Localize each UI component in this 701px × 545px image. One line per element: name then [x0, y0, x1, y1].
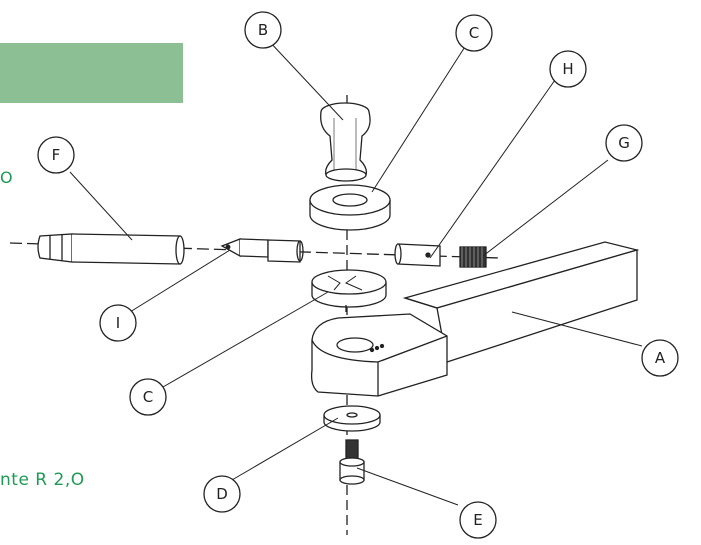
callout-g: G: [605, 124, 643, 162]
part-e-screw: [339, 439, 365, 485]
caption-fragment-top: O: [0, 168, 13, 187]
part-d-washer: [323, 405, 381, 432]
callout-d: D: [203, 475, 241, 513]
callout-i-label: I: [116, 314, 120, 332]
callout-f-label: F: [52, 146, 61, 164]
part-c-bottom-collar: [311, 269, 387, 312]
callout-h: H: [549, 50, 587, 88]
callout-e-label: E: [473, 511, 482, 529]
callout-d-label: D: [216, 485, 228, 503]
callout-c-bottom-label: C: [143, 388, 153, 406]
callout-b-label: B: [258, 21, 268, 39]
callout-c-top-label: C: [469, 24, 479, 42]
caption-fragment-bottom: nte R 2,O: [0, 470, 85, 490]
part-g-spring: [459, 246, 487, 268]
callout-g-label: G: [618, 134, 630, 152]
callout-e: E: [459, 501, 497, 539]
part-i-tip: [220, 238, 304, 263]
callout-a: A: [641, 339, 679, 377]
part-a-holder: [310, 241, 640, 397]
callout-c-top: C: [455, 14, 493, 52]
callout-h-label: H: [562, 60, 573, 78]
callout-i: I: [99, 304, 137, 342]
leader-lines: [69, 39, 643, 506]
callout-c-bottom: C: [129, 378, 167, 416]
header-banner: [0, 43, 183, 103]
callout-a-label: A: [655, 349, 666, 367]
part-b-knob: [320, 102, 371, 182]
part-h-cylinder: [394, 243, 441, 267]
part-f-pin: [37, 233, 185, 265]
callout-f: F: [37, 136, 75, 174]
part-c-top-ring: [309, 184, 391, 231]
callout-b: B: [244, 11, 282, 49]
